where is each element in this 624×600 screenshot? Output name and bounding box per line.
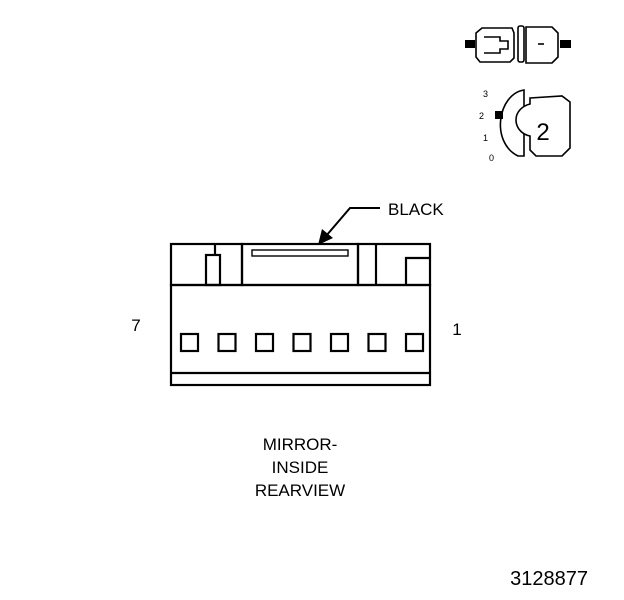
pin-cavities [179,332,425,353]
view-number: 2 [536,119,549,146]
left-latch-post [204,253,222,287]
socket-half [525,26,559,64]
scale-tick-3: 0 [489,153,494,163]
scale-tick-0: 3 [483,89,488,99]
connector-name-line-1: MIRROR- [263,435,338,454]
pin-cavity-3 [329,332,350,353]
key-head [515,95,571,157]
seal-ring [517,25,525,63]
scale-marker [495,111,503,119]
connector-body [169,242,432,387]
pin-cavity-2 [367,332,387,353]
color-leader: BLACK [318,200,444,245]
pin-cavity-7 [179,332,200,353]
pin-label-right: 1 [452,320,461,339]
pin-label-left: 7 [131,316,140,335]
plug-latch [484,36,509,54]
scale-tick-1: 2 [479,111,484,121]
connector-name: MIRROR- INSIDE REARVIEW [255,435,345,500]
pin-cavity-4 [292,332,312,353]
leader-line [325,207,380,237]
leader-arrowhead [318,229,333,245]
rear-disc [499,89,525,157]
right-latch-step [404,256,430,285]
wire-stub-right [560,40,571,48]
pin-cavity-5 [254,332,275,353]
view-indicator-icon: 3 2 1 0 2 [479,89,571,163]
connector-name-line-3: REARVIEW [255,481,345,500]
center-key-ridge [251,249,349,257]
figure-id: 3128877 [510,568,588,590]
pin-cavity-6 [217,332,237,353]
color-label: BLACK [388,200,444,219]
right-latch-block [356,242,432,287]
scale-tick-2: 1 [483,133,488,143]
connector-mating-icon [465,25,571,64]
pin-cavity-1 [404,332,425,353]
connector-name-line-2: INSIDE [272,458,329,477]
center-key-channel [240,242,360,287]
wire-stub-left [465,40,475,48]
